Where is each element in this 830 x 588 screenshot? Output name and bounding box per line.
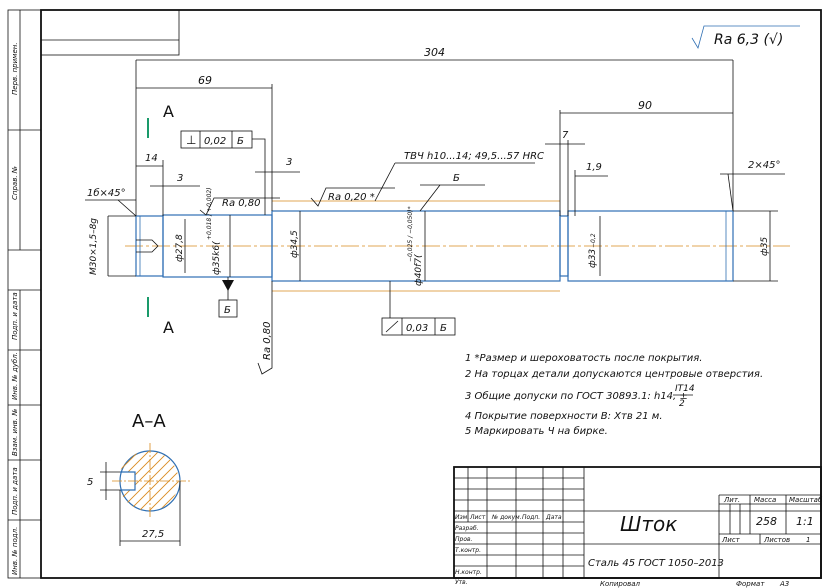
note-4: 4 Покрытие поверхности В: Хтв 21 м. bbox=[465, 411, 663, 422]
dim-33: ф33 bbox=[588, 249, 598, 268]
svg-text:Ra 0,80: Ra 0,80 bbox=[222, 198, 261, 209]
svg-text:Изм.: Изм. bbox=[455, 514, 469, 521]
svg-text:Лит.: Лит. bbox=[723, 496, 740, 504]
dim-14: 14 bbox=[145, 153, 158, 164]
copied-label: Копировал bbox=[600, 580, 641, 588]
dim-35k6: ф35k6( bbox=[212, 241, 222, 275]
side-stamp-strip bbox=[7, 9, 42, 579]
datum-box-b: Б bbox=[218, 277, 238, 318]
title-block: Изм. Лист № докум. Подп. Дата Разраб. Пр… bbox=[453, 466, 823, 586]
dim-34-5: ф34,5 bbox=[290, 230, 300, 258]
dim-90: 90 bbox=[638, 99, 652, 112]
svg-text:Дата: Дата bbox=[545, 514, 562, 521]
note-1: 1 *Размер и шероховатость после покрытия… bbox=[465, 353, 702, 364]
svg-text:2: 2 bbox=[679, 399, 685, 409]
stamp-sprav: Справ. № bbox=[11, 166, 19, 200]
svg-text:Б: Б bbox=[440, 323, 447, 334]
dim-304: 304 bbox=[424, 46, 445, 59]
dim-3-right: 3 bbox=[286, 157, 292, 168]
runout-frame: 0,03 Б bbox=[381, 281, 456, 336]
svg-text:Разраб.: Разраб. bbox=[455, 525, 479, 532]
roughness-label: Ra 6,3 (√) bbox=[714, 32, 783, 48]
svg-text:Листов: Листов bbox=[763, 536, 790, 544]
note-2: 2 На торцах детали допускаются центровые… bbox=[465, 369, 763, 380]
section-label-bottom: А bbox=[163, 318, 174, 337]
dim-35k6-tol: +0,018 / +0,002) bbox=[206, 187, 213, 240]
stamp-inv-dubl: Инв. № дубл. bbox=[11, 352, 19, 400]
material: Сталь 45 ГОСТ 1050–2013 bbox=[588, 558, 724, 569]
format-value: А3 bbox=[779, 580, 789, 588]
note-5: 5 Маркировать Ч на бирке. bbox=[465, 425, 608, 437]
svg-text:Масштаб: Масштаб bbox=[789, 496, 823, 504]
stamp-podp-data-1: Подп. и дата bbox=[11, 292, 19, 340]
dim-69: 69 bbox=[198, 74, 212, 87]
section-title: А–А bbox=[132, 411, 166, 432]
scale-value: 1:1 bbox=[796, 515, 814, 528]
part-name: Шток bbox=[620, 512, 677, 536]
drawing-frame bbox=[40, 9, 822, 579]
hardening-note: ТВЧ h10...14; 49,5...57 HRC bbox=[374, 151, 544, 202]
svg-text:Масса: Масса bbox=[754, 496, 776, 504]
stamp-vzam-inv: Взам. инв. № bbox=[11, 408, 19, 456]
svg-text:Пров.: Пров. bbox=[455, 536, 473, 543]
roughness-080-top: Ra 0,80 bbox=[199, 197, 280, 216]
dim-thread: М30×1,5–8g bbox=[89, 218, 99, 275]
mass-value: 258 bbox=[756, 515, 777, 528]
general-roughness: Ra 6,3 (√) bbox=[691, 25, 800, 50]
dim-chamfer-right: 2×45° bbox=[748, 160, 780, 171]
stamp-perv-primen: Перв. примен. bbox=[11, 42, 19, 95]
technical-notes: 1 *Размер и шероховатость после покрытия… bbox=[465, 353, 763, 437]
dim-40f7-tol: −0,025 / −0,050)* bbox=[407, 206, 414, 262]
section-label-top: А bbox=[163, 102, 174, 121]
svg-text:Б: Б bbox=[224, 305, 231, 316]
svg-text:1: 1 bbox=[806, 536, 810, 544]
dim-33-tol: −0,2 bbox=[590, 233, 597, 248]
svg-text:Утв.: Утв. bbox=[455, 579, 468, 586]
svg-text:Лист: Лист bbox=[469, 514, 486, 521]
dim-40f7: ф40f7( bbox=[414, 254, 424, 286]
roughness-080-bottom: Ra 0,80 bbox=[257, 281, 273, 375]
note-3: 3 Общие допуски по ГОСТ 30893.1: h14, ± bbox=[465, 390, 688, 402]
shaft-main-view bbox=[125, 200, 790, 292]
svg-text:Ra 0,80: Ra 0,80 bbox=[262, 321, 273, 360]
datum-b: Б bbox=[419, 173, 485, 212]
stamp-inv-podl: Инв. № подл. bbox=[11, 527, 19, 575]
dim-section-5: 5 bbox=[87, 477, 93, 488]
dim-chamfer-left: 1б×45° bbox=[87, 187, 126, 199]
svg-text:Подп.: Подп. bbox=[522, 514, 540, 521]
svg-text:⊥: ⊥ bbox=[186, 133, 196, 147]
dim-3-left: 3 bbox=[177, 173, 183, 184]
svg-text:Т.контр.: Т.контр. bbox=[455, 547, 481, 554]
svg-text:IT14: IT14 bbox=[675, 384, 695, 394]
dim-27-8: ф27,8 bbox=[175, 234, 185, 262]
perpendicularity-frame: ⊥ 0,02 Б bbox=[180, 130, 266, 165]
svg-text:Н.контр.: Н.контр. bbox=[455, 569, 482, 576]
format-label: Формат bbox=[736, 580, 765, 588]
dim-1-9: 1,9 bbox=[586, 162, 602, 173]
svg-text:Б: Б bbox=[453, 173, 460, 184]
dim-35: ф35 bbox=[760, 237, 770, 256]
dim-7: 7 bbox=[562, 130, 569, 141]
svg-text:№ докум.: № докум. bbox=[491, 514, 522, 521]
stamp-podp-data-2: Подп. и дата bbox=[11, 467, 19, 515]
svg-text:0,02: 0,02 bbox=[204, 136, 226, 147]
section-a-a: А–А 5 27,5 bbox=[87, 411, 190, 546]
dim-section-27-5: 27,5 bbox=[142, 529, 164, 540]
svg-text:0,03: 0,03 bbox=[406, 323, 428, 334]
svg-text:Ra 0,20 *: Ra 0,20 * bbox=[328, 192, 375, 203]
svg-text:Б: Б bbox=[237, 136, 244, 147]
roughness-020: Ra 0,20 * bbox=[310, 187, 395, 207]
svg-text:Лист: Лист bbox=[721, 536, 741, 544]
svg-text:ТВЧ h10...14; 49,5...57 HRC: ТВЧ h10...14; 49,5...57 HRC bbox=[404, 151, 544, 162]
